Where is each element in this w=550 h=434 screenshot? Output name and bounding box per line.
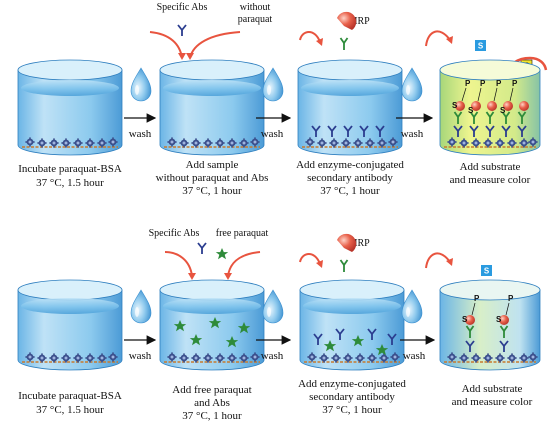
- step1-caption-line1: Incubate paraquat-BSA: [18, 390, 122, 402]
- substrate-marker: S: [500, 106, 506, 115]
- hrp-antibody-icon: [337, 233, 357, 273]
- product-marker: P: [474, 294, 480, 303]
- step3-caption-line1: Add enzyme-conjugated: [296, 159, 404, 171]
- free-paraquat-label: free paraquat: [216, 228, 269, 239]
- substrate-marker: S: [452, 101, 458, 110]
- add-arrow-icon: [227, 251, 261, 277]
- substrate-tag: S: [481, 265, 492, 276]
- svg-text:S: S: [484, 267, 490, 276]
- add-arrow-icon: [149, 31, 183, 59]
- add-arrow-icon: [299, 253, 321, 265]
- well-2-bottom: [159, 279, 265, 371]
- well-1-top: [17, 59, 123, 156]
- hrp-label: HRP: [350, 16, 370, 27]
- wash-drop-icon: [130, 67, 152, 102]
- wash-label: wash: [129, 350, 152, 362]
- substrate-tag: S: [475, 40, 486, 51]
- step3-caption-line1: Add enzyme-conjugated: [298, 378, 406, 390]
- wash-drop-icon: [401, 289, 423, 324]
- hrp-antibody-icon: [337, 11, 357, 51]
- substrate-marker: S: [468, 106, 474, 115]
- step2-caption-line1: Add sample: [186, 159, 239, 171]
- well-2-top: [159, 59, 265, 156]
- hrp-label: HRP: [350, 238, 370, 249]
- add-arrow-icon: [164, 251, 193, 277]
- specific-abs-label: Specific Abs: [157, 2, 208, 13]
- step1-caption-line2: 37 °C, 1.5 hour: [36, 177, 104, 189]
- add-arrow-icon: [299, 31, 321, 43]
- wash-label: wash: [129, 128, 152, 140]
- paraquat-star-icon: [215, 248, 229, 260]
- antibody-icon: [197, 242, 207, 255]
- product-marker: P: [508, 294, 514, 303]
- step2-caption-line1: Add free paraquat: [172, 384, 251, 396]
- antibody-icon: [177, 24, 187, 37]
- product-marker: P: [496, 79, 502, 88]
- well-3-top: [297, 59, 403, 156]
- well-4-top: [439, 59, 541, 156]
- well-1-bottom: [17, 279, 123, 371]
- step4-caption-line1: Add substrate: [462, 383, 523, 395]
- wash-drop-icon: [401, 67, 423, 102]
- add-arrow-icon: [425, 252, 451, 269]
- wash-drop-icon: [262, 289, 284, 324]
- step4-caption-line2: and measure color: [450, 174, 531, 186]
- without-label-line1: without: [240, 2, 271, 13]
- well-4-bottom: [439, 279, 541, 371]
- step3-caption-line2: secondary antibody: [307, 172, 393, 184]
- step2-caption-line2: without paraquat and Abs: [156, 172, 269, 184]
- wash-label: wash: [401, 128, 424, 140]
- step4-caption-line1: Add substrate: [460, 161, 521, 173]
- well-3-bottom: [299, 279, 405, 371]
- step2-caption-line3: 37 °C, 1 hour: [182, 410, 242, 422]
- product-marker: P: [512, 79, 518, 88]
- add-arrow-icon: [425, 30, 451, 47]
- wash-label: wash: [261, 350, 284, 362]
- wash-label: wash: [261, 128, 284, 140]
- step1-caption-line2: 37 °C, 1.5 hour: [36, 404, 104, 416]
- step2-caption-line3: 37 °C, 1 hour: [182, 185, 242, 197]
- wash-drop-icon: [130, 289, 152, 324]
- step3-caption-line3: 37 °C, 1 hour: [320, 185, 380, 197]
- step1-caption-line1: Incubate paraquat-BSA: [18, 163, 122, 175]
- substrate-marker: S: [496, 315, 502, 324]
- step4-caption-line2: and measure color: [452, 396, 533, 408]
- specific-abs-label: Specific Abs: [149, 228, 200, 239]
- add-arrow-icon: [189, 31, 241, 59]
- product-marker: P: [480, 79, 486, 88]
- product-marker: P: [465, 79, 471, 88]
- wash-drop-icon: [262, 67, 284, 102]
- wash-label: wash: [403, 350, 426, 362]
- step3-caption-line2: secondary antibody: [309, 391, 395, 403]
- step3-caption-line3: 37 °C, 1 hour: [322, 404, 382, 416]
- step2-caption-line2: and Abs: [194, 397, 230, 409]
- svg-text:S: S: [478, 42, 484, 51]
- without-label-line2: paraquat: [238, 14, 273, 25]
- substrate-marker: S: [462, 315, 468, 324]
